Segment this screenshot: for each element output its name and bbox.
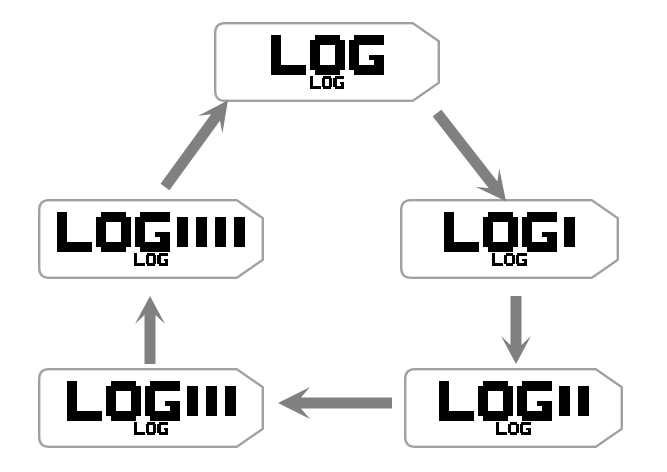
arrow-bottom-left-icon bbox=[278, 383, 392, 423]
arrow-left-to-top-icon bbox=[150, 89, 244, 198]
bar-indicator bbox=[577, 386, 589, 417]
arrow-right-down-icon bbox=[497, 296, 535, 364]
lcd-glyph-g bbox=[515, 253, 527, 266]
node-left-lower[interactable] bbox=[38, 368, 264, 448]
lcd-glyph-l bbox=[133, 422, 145, 435]
node-sublabel bbox=[133, 422, 169, 435]
node-display bbox=[214, 22, 440, 102]
lcd-glyph-o bbox=[145, 422, 157, 435]
arrow-left-up-icon bbox=[131, 296, 169, 364]
lcd-glyph-g bbox=[519, 422, 531, 435]
bar-indicator bbox=[224, 386, 236, 417]
lcd-glyph-l bbox=[444, 212, 479, 253]
lcd-glyph-g bbox=[333, 76, 345, 89]
lcd-glyph-l bbox=[492, 253, 504, 266]
arrow-top-to-right-icon bbox=[422, 101, 521, 213]
lcd-glyph-o bbox=[309, 35, 345, 76]
lcd-display-row bbox=[66, 381, 236, 422]
lcd-glyph-o bbox=[504, 253, 515, 266]
node-display bbox=[400, 199, 619, 279]
node-left-upper[interactable] bbox=[38, 199, 264, 279]
lcd-glyph-l bbox=[66, 381, 102, 422]
lcd-glyph-l bbox=[309, 76, 321, 89]
bar-indicator bbox=[215, 217, 226, 248]
lcd-glyph-l bbox=[496, 422, 508, 435]
lcd-glyph-o bbox=[96, 212, 131, 253]
lcd-glyph-g bbox=[522, 212, 557, 253]
bar-indicator bbox=[196, 217, 207, 248]
node-display bbox=[38, 199, 264, 279]
bar-indicator bbox=[177, 217, 188, 248]
lcd-glyph-l bbox=[270, 35, 306, 76]
lcd-word-log bbox=[270, 35, 384, 76]
lcd-glyph-o bbox=[477, 381, 513, 422]
bar-indicator-group bbox=[186, 381, 236, 421]
lcd-glyph-o bbox=[508, 422, 519, 435]
lcd-word-log bbox=[57, 212, 170, 253]
node-sublabel bbox=[492, 253, 527, 266]
node-sublabel bbox=[496, 422, 531, 435]
lcd-glyph-g bbox=[135, 212, 170, 253]
lcd-glyph-g bbox=[157, 253, 169, 266]
lcd-glyph-g bbox=[144, 381, 180, 422]
node-display bbox=[38, 368, 264, 448]
lcd-display-row bbox=[444, 212, 575, 253]
lcd-glyph-l bbox=[133, 253, 145, 266]
lcd-word-log bbox=[66, 381, 180, 422]
lcd-display-row bbox=[438, 381, 589, 422]
lcd-display-row bbox=[270, 35, 384, 76]
node-top[interactable] bbox=[214, 22, 440, 102]
lcd-display-row bbox=[57, 212, 245, 253]
lcd-word-log bbox=[438, 381, 552, 422]
bar-indicator-group bbox=[177, 212, 245, 252]
lcd-glyph-g bbox=[348, 35, 384, 76]
bar-indicator bbox=[205, 386, 217, 417]
lcd-glyph-o bbox=[321, 76, 333, 89]
lcd-glyph-l bbox=[438, 381, 474, 422]
node-sublabel bbox=[309, 76, 345, 89]
bar-indicator bbox=[558, 386, 570, 417]
lcd-glyph-o bbox=[145, 253, 157, 266]
lcd-glyph-g bbox=[516, 381, 552, 422]
lcd-word-log bbox=[444, 212, 557, 253]
node-right-upper[interactable] bbox=[400, 199, 619, 279]
lcd-glyph-o bbox=[105, 381, 141, 422]
node-sublabel bbox=[133, 253, 169, 266]
bar-indicator bbox=[564, 217, 575, 248]
bar-indicator bbox=[186, 386, 198, 417]
bar-indicator bbox=[234, 217, 245, 248]
lcd-glyph-g bbox=[157, 422, 169, 435]
lcd-glyph-l bbox=[57, 212, 92, 253]
node-display bbox=[404, 368, 623, 448]
node-right-lower[interactable] bbox=[404, 368, 623, 448]
lcd-glyph-o bbox=[483, 212, 518, 253]
bar-indicator-group bbox=[564, 212, 575, 252]
bar-indicator-group bbox=[558, 381, 589, 421]
